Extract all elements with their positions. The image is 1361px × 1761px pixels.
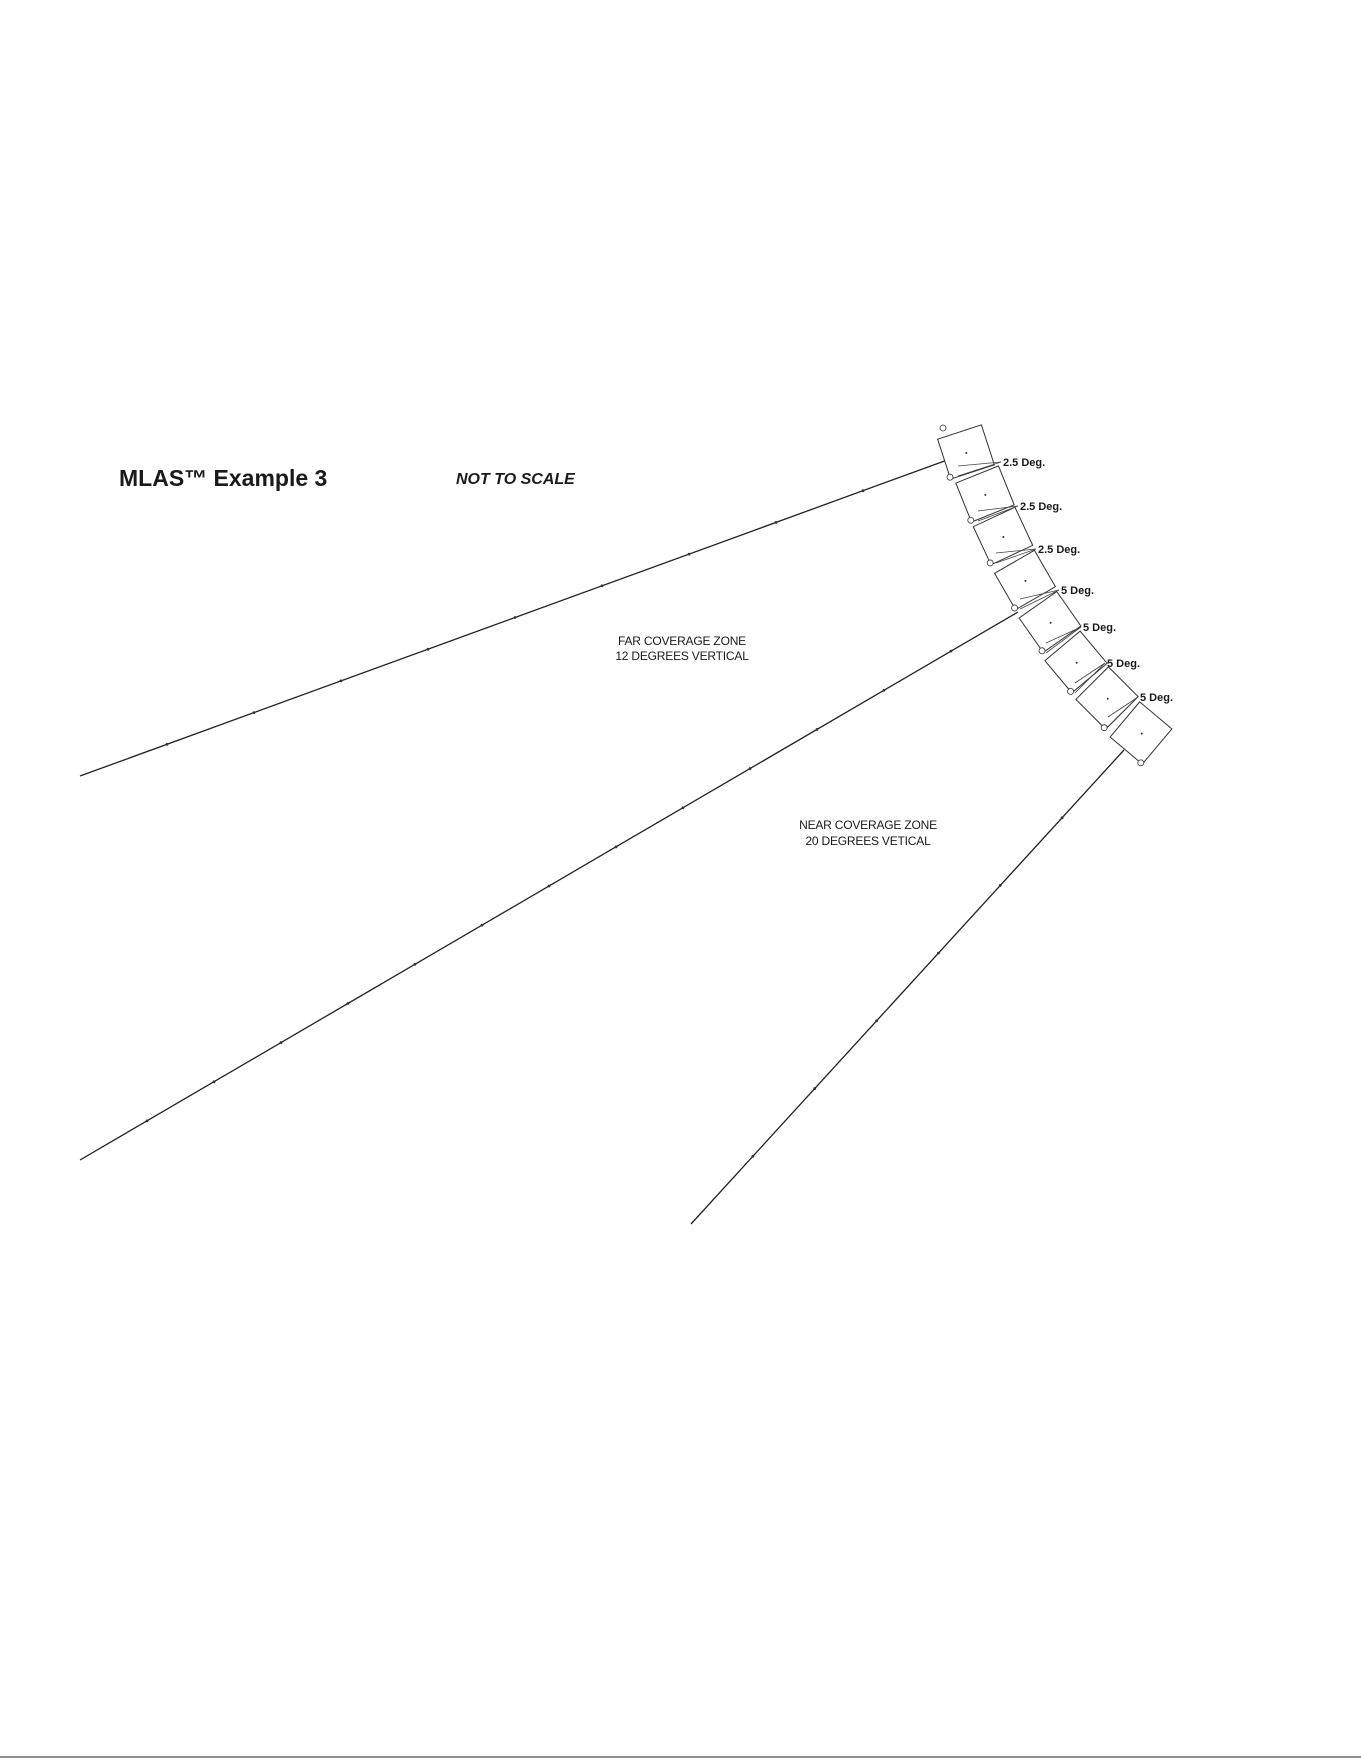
ray-tick-mark xyxy=(682,806,685,809)
ray-tick-mark xyxy=(937,952,940,955)
splay-angle-label: 5 Deg. xyxy=(1140,692,1173,704)
ray-tick-mark xyxy=(146,1119,149,1122)
far-zone-title: FAR COVERAGE ZONE xyxy=(618,634,746,648)
ray-tick-mark xyxy=(340,680,343,683)
near-zone-title: NEAR COVERAGE ZONE xyxy=(799,818,937,832)
splay-angle-label: 2.5 Deg. xyxy=(1020,501,1062,513)
ray-tick-mark xyxy=(813,1087,816,1090)
ray-tick-mark xyxy=(601,584,604,587)
splay-angle-label: 2.5 Deg. xyxy=(1038,544,1080,556)
splay-angle-label: 5 Deg. xyxy=(1061,585,1094,597)
ray-tick-mark xyxy=(688,553,691,556)
ray-tick-mark xyxy=(950,650,953,653)
ray-tick-mark xyxy=(347,1002,350,1005)
ray-tick-mark xyxy=(875,1019,878,1022)
ray-tick-mark xyxy=(213,1080,216,1083)
coverage-rays xyxy=(80,459,1124,1224)
ray-tick-mark xyxy=(427,648,430,651)
ray-tick-mark xyxy=(414,963,417,966)
far-coverage-zone-label: FAR COVERAGE ZONE 12 DEGREES VERTICAL xyxy=(615,634,749,663)
ray-tick-mark xyxy=(253,711,256,714)
ray-tick-mark xyxy=(615,845,618,848)
ray-tick-mark xyxy=(999,884,1002,887)
near-coverage-zone-label: NEAR COVERAGE ZONE 20 DEGREES VETICAL xyxy=(799,818,937,848)
ray-tick-mark xyxy=(862,489,865,492)
ray-tick-mark xyxy=(548,885,551,888)
ray-tick-mark xyxy=(751,1155,754,1158)
not-to-scale-note: NOT TO SCALE xyxy=(456,471,576,488)
ray-tick-mark xyxy=(816,728,819,731)
splay-angle-label: 5 Deg. xyxy=(1107,658,1140,670)
speaker-array xyxy=(935,425,1173,767)
rigging-hinge xyxy=(940,425,946,431)
ray-tick-mark xyxy=(280,1041,283,1044)
ray-tick-mark xyxy=(514,616,517,619)
far-zone-angle: 12 DEGREES VERTICAL xyxy=(615,649,749,663)
splay-angle-label: 5 Deg. xyxy=(1083,622,1116,634)
diagram-title: MLAS™ Example 3 xyxy=(119,465,327,491)
ray-tick-mark xyxy=(883,689,886,692)
splay-angle-label: 2.5 Deg. xyxy=(1003,457,1045,469)
ray-tick-mark xyxy=(481,924,484,927)
ray-tick-mark xyxy=(1061,816,1064,819)
near-zone-angle: 20 DEGREES VETICAL xyxy=(805,834,931,848)
ray-tick-mark xyxy=(166,743,169,746)
ray-tick-mark xyxy=(749,767,752,770)
ray-tick-mark xyxy=(775,521,778,524)
